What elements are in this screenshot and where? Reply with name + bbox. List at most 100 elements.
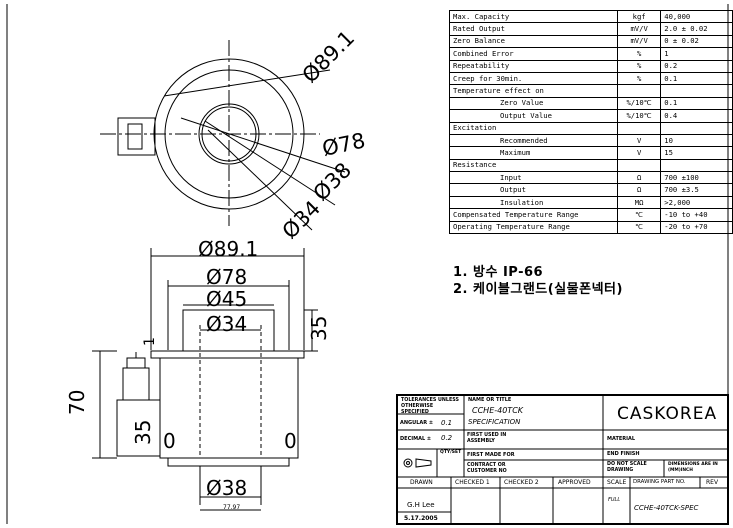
spec-unit: % — [616, 47, 662, 61]
front-dim-70: 70 — [65, 390, 89, 415]
title-block-frame — [396, 394, 729, 525]
tb-checked2: CHECKED 2 — [504, 479, 539, 486]
tb-decimal-val: 0.2 — [441, 434, 453, 442]
spec-value: 700 ±100 — [660, 171, 733, 185]
notes: 1. 방수 IP-66 2. 케이블그랜드(실물폰넥터) — [453, 264, 623, 298]
tb-first-used: FIRST USED IN ASSEMBLY — [467, 433, 507, 444]
spec-unit: % — [616, 71, 662, 86]
tb-drawing-part: DRAWING PART NO. — [633, 479, 686, 485]
spec-row: Repeatability%0.2 — [449, 59, 733, 73]
spec-unit — [616, 121, 662, 135]
tb-drawn: DRAWN — [410, 479, 433, 486]
spec-row: Creep for 30min.%0.1 — [449, 71, 733, 86]
spec-param: Insulation — [449, 195, 618, 210]
spec-param: Output — [449, 183, 618, 197]
top-dim-78: Ø78 — [320, 128, 367, 160]
tb-checked1: CHECKED 1 — [455, 479, 490, 486]
tb-decimal: DECIMAL ± — [400, 436, 432, 442]
spec-value: 10 — [660, 133, 733, 148]
top-view — [100, 40, 346, 231]
spec-unit: MΩ — [616, 195, 662, 210]
spec-param: Combined Error — [449, 47, 618, 61]
spec-value: 1 — [660, 47, 733, 61]
spec-unit: V — [616, 133, 662, 148]
spec-value: 0.4 — [660, 109, 733, 123]
spec-param: Creep for 30min. — [449, 71, 618, 86]
spec-param: Resistance — [449, 158, 618, 173]
spec-param: Operating Temperature Range — [449, 220, 618, 235]
top-cable-gland-inner — [127, 123, 143, 150]
spec-param: Max. Capacity — [449, 9, 618, 24]
tb-material: MATERIAL — [607, 436, 636, 442]
spec-param: Rated Output — [449, 22, 618, 36]
spec-unit — [616, 84, 662, 98]
spec-value: 700 ±3.5 — [660, 183, 733, 197]
spec-value: -10 to +40 — [660, 208, 733, 222]
spec-value: 40,000 — [660, 9, 733, 24]
front-dim-78: Ø78 — [206, 265, 247, 289]
spec-param: Zero Balance — [449, 34, 618, 49]
spec-value — [660, 84, 733, 98]
tb-part-no: CCHE-40TCK-SPEC — [634, 504, 699, 512]
spec-value: 0.1 — [660, 71, 733, 86]
tb-end-finish: END FINISH — [607, 451, 640, 457]
tb-name-label: NAME OR TITLE — [468, 397, 512, 403]
front-dim-gap: 1 — [142, 337, 158, 346]
spec-unit: Ω — [616, 171, 662, 185]
top-dim-38: Ø38 — [309, 158, 357, 206]
spec-row: Excitation — [449, 121, 733, 135]
spec-row: Combined Error%1 — [449, 47, 733, 61]
spec-unit: V — [616, 146, 662, 160]
spec-unit: mV/V — [616, 22, 662, 36]
spec-value: >2,000 — [660, 195, 733, 210]
spec-unit: %/10℃ — [616, 109, 662, 123]
front-dim-35-left: 35 — [131, 420, 155, 445]
spec-unit: kgf — [616, 9, 662, 24]
spec-value: 2.0 ± 0.02 — [660, 22, 733, 36]
spec-unit: % — [616, 59, 662, 73]
tb-approved: APPROVED — [558, 479, 591, 486]
tb-drawn-name: G.H Lee — [407, 501, 435, 509]
spec-param: Temperature effect on — [449, 84, 618, 98]
spec-param: Input — [449, 171, 618, 185]
note-2: 2. 케이블그랜드(실물폰넥터) — [453, 282, 623, 297]
tb-first-made: FIRST MADE FOR — [467, 452, 515, 458]
spec-param: Recommended — [449, 133, 618, 148]
tb-name-value: CCHE-40TCK — [472, 406, 524, 415]
tb-tolerances: TOLERANCES UNLESS OTHERWISE SPECIFIED — [401, 398, 459, 415]
tb-drawn-date: 5.17.2005 — [404, 515, 438, 522]
tb-contract: CONTRACT OR CUSTOMER NO — [467, 463, 507, 474]
tb-dimensions: DIMENSIONS ARE IN (MM)INCH — [668, 462, 718, 473]
tb-angular-val: 0.1 — [441, 419, 453, 427]
tb-scale: SCALE — [607, 479, 627, 486]
spec-unit: Ω — [616, 183, 662, 197]
spec-row: Resistance — [449, 158, 733, 173]
spec-unit: ℃ — [616, 220, 662, 235]
spec-row: Operating Temperature Range℃-20 to +70 — [449, 220, 733, 235]
spec-param: Maximum — [449, 146, 618, 160]
spec-value: -20 to +70 — [660, 220, 733, 235]
spec-unit: mV/V — [616, 34, 662, 49]
tb-angular: ANGULAR ± — [400, 420, 434, 426]
tb-name-value2: SPECIFICATION — [468, 418, 521, 426]
front-dim-89: Ø89.1 — [198, 237, 258, 261]
front-dim-38: Ø38 — [206, 476, 247, 500]
note-1: 1. 방수 IP-66 — [453, 265, 544, 280]
tb-company: CASKOREA — [617, 404, 718, 424]
spec-value — [660, 158, 733, 173]
front-hole-right: 0 — [284, 429, 297, 453]
spec-value: 0 ± 0.02 — [660, 34, 733, 49]
spec-param: Output Value — [449, 109, 618, 123]
spec-unit — [616, 158, 662, 173]
spec-value — [660, 121, 733, 135]
